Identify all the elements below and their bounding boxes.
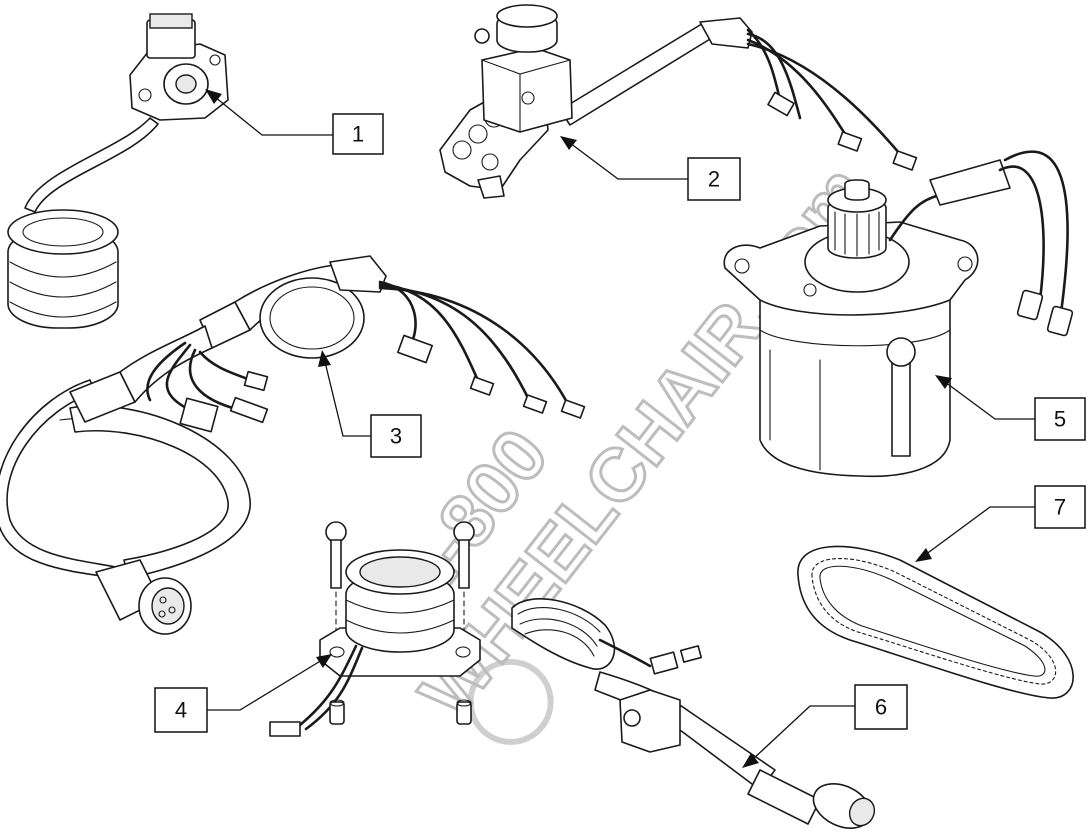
toothed-drive-belt-icon [797, 545, 1074, 699]
callout-1-label: 1 [352, 122, 364, 147]
watermark-ring-icon [467, 658, 554, 745]
callout-2-label: 2 [708, 167, 720, 192]
encoder-sensor-with-screws-icon [269, 521, 481, 737]
joystick-lever-with-cable-icon [511, 598, 876, 829]
callout-3: 3 [370, 414, 422, 458]
callout-7-label: 7 [1054, 495, 1066, 520]
callout-4: 4 [154, 687, 208, 733]
actuator-bracket-with-wire-harness-icon [439, 4, 918, 199]
leader-lines [205, 89, 1035, 768]
callout-4-label: 4 [175, 698, 187, 723]
wiring-harness-with-connectors-icon [0, 255, 586, 635]
electric-motor-icon [723, 150, 1074, 478]
callout-5-label: 5 [1054, 407, 1066, 432]
callout-2: 2 [687, 157, 741, 201]
callout-7: 7 [1034, 485, 1086, 529]
callout-3-label: 3 [390, 424, 402, 449]
callout-1: 1 [332, 113, 384, 155]
callout-5: 5 [1034, 397, 1086, 441]
position-sensor-with-coiled-cable-icon [7, 13, 229, 329]
callout-6-label: 6 [875, 695, 887, 720]
callout-6: 6 [854, 684, 908, 730]
